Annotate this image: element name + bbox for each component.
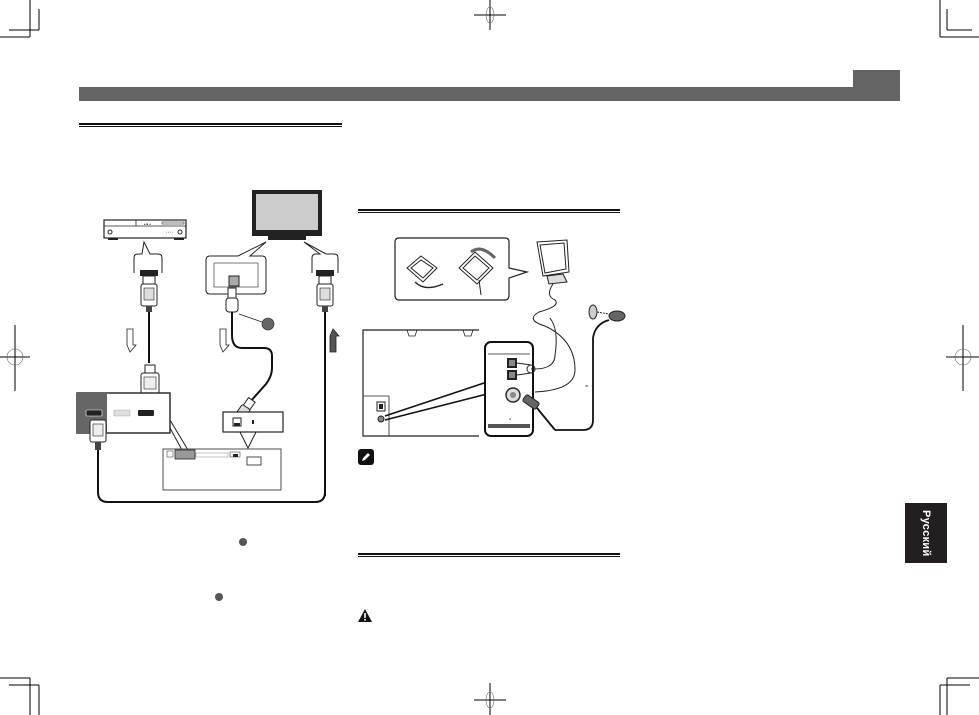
svg-text:• • • •: • • • • bbox=[166, 230, 173, 234]
page-number-tab bbox=[853, 70, 900, 101]
am-loop-antenna-icon bbox=[536, 239, 570, 285]
section-rule-left bbox=[79, 123, 342, 127]
crop-mark-top-right bbox=[939, 0, 979, 38]
tv-icon bbox=[252, 190, 322, 240]
warning-triangle-icon bbox=[358, 609, 372, 622]
note-pencil-icon bbox=[358, 449, 374, 465]
crop-mark-bottom-left bbox=[0, 677, 40, 715]
svg-text:▸ ■ ◂: ▸ ■ ◂ bbox=[144, 222, 151, 226]
antenna-connection-diagram: ≈ o bbox=[362, 237, 626, 437]
language-tab: Русский bbox=[905, 503, 947, 563]
registration-target-bottom bbox=[474, 683, 506, 715]
crop-mark-top-left bbox=[0, 0, 40, 38]
registration-target-right bbox=[946, 325, 979, 391]
svg-text:≈: ≈ bbox=[585, 384, 589, 390]
callout-marker-dot-1 bbox=[239, 538, 247, 546]
hdmi-connection-diagram: ▸ ■ ◂ • • • • bbox=[76, 190, 340, 503]
language-tab-label: Русский bbox=[920, 509, 932, 557]
am-loop-assembly-step2-icon bbox=[458, 247, 497, 296]
registration-target-left bbox=[0, 325, 30, 391]
page-header-band bbox=[79, 87, 900, 101]
callout-marker-dot-2 bbox=[215, 593, 223, 601]
blu-ray-player-icon: ▸ ■ ◂ • • • • bbox=[103, 219, 187, 240]
svg-text:o: o bbox=[509, 416, 512, 421]
crop-mark-bottom-right bbox=[939, 677, 979, 715]
section-rule-antenna bbox=[358, 209, 620, 213]
am-loop-assembly-step1-icon bbox=[406, 255, 444, 289]
section-rule-lower bbox=[358, 553, 620, 557]
registration-target-top bbox=[474, 0, 506, 30]
fm-antenna-connector-icon bbox=[588, 304, 626, 322]
